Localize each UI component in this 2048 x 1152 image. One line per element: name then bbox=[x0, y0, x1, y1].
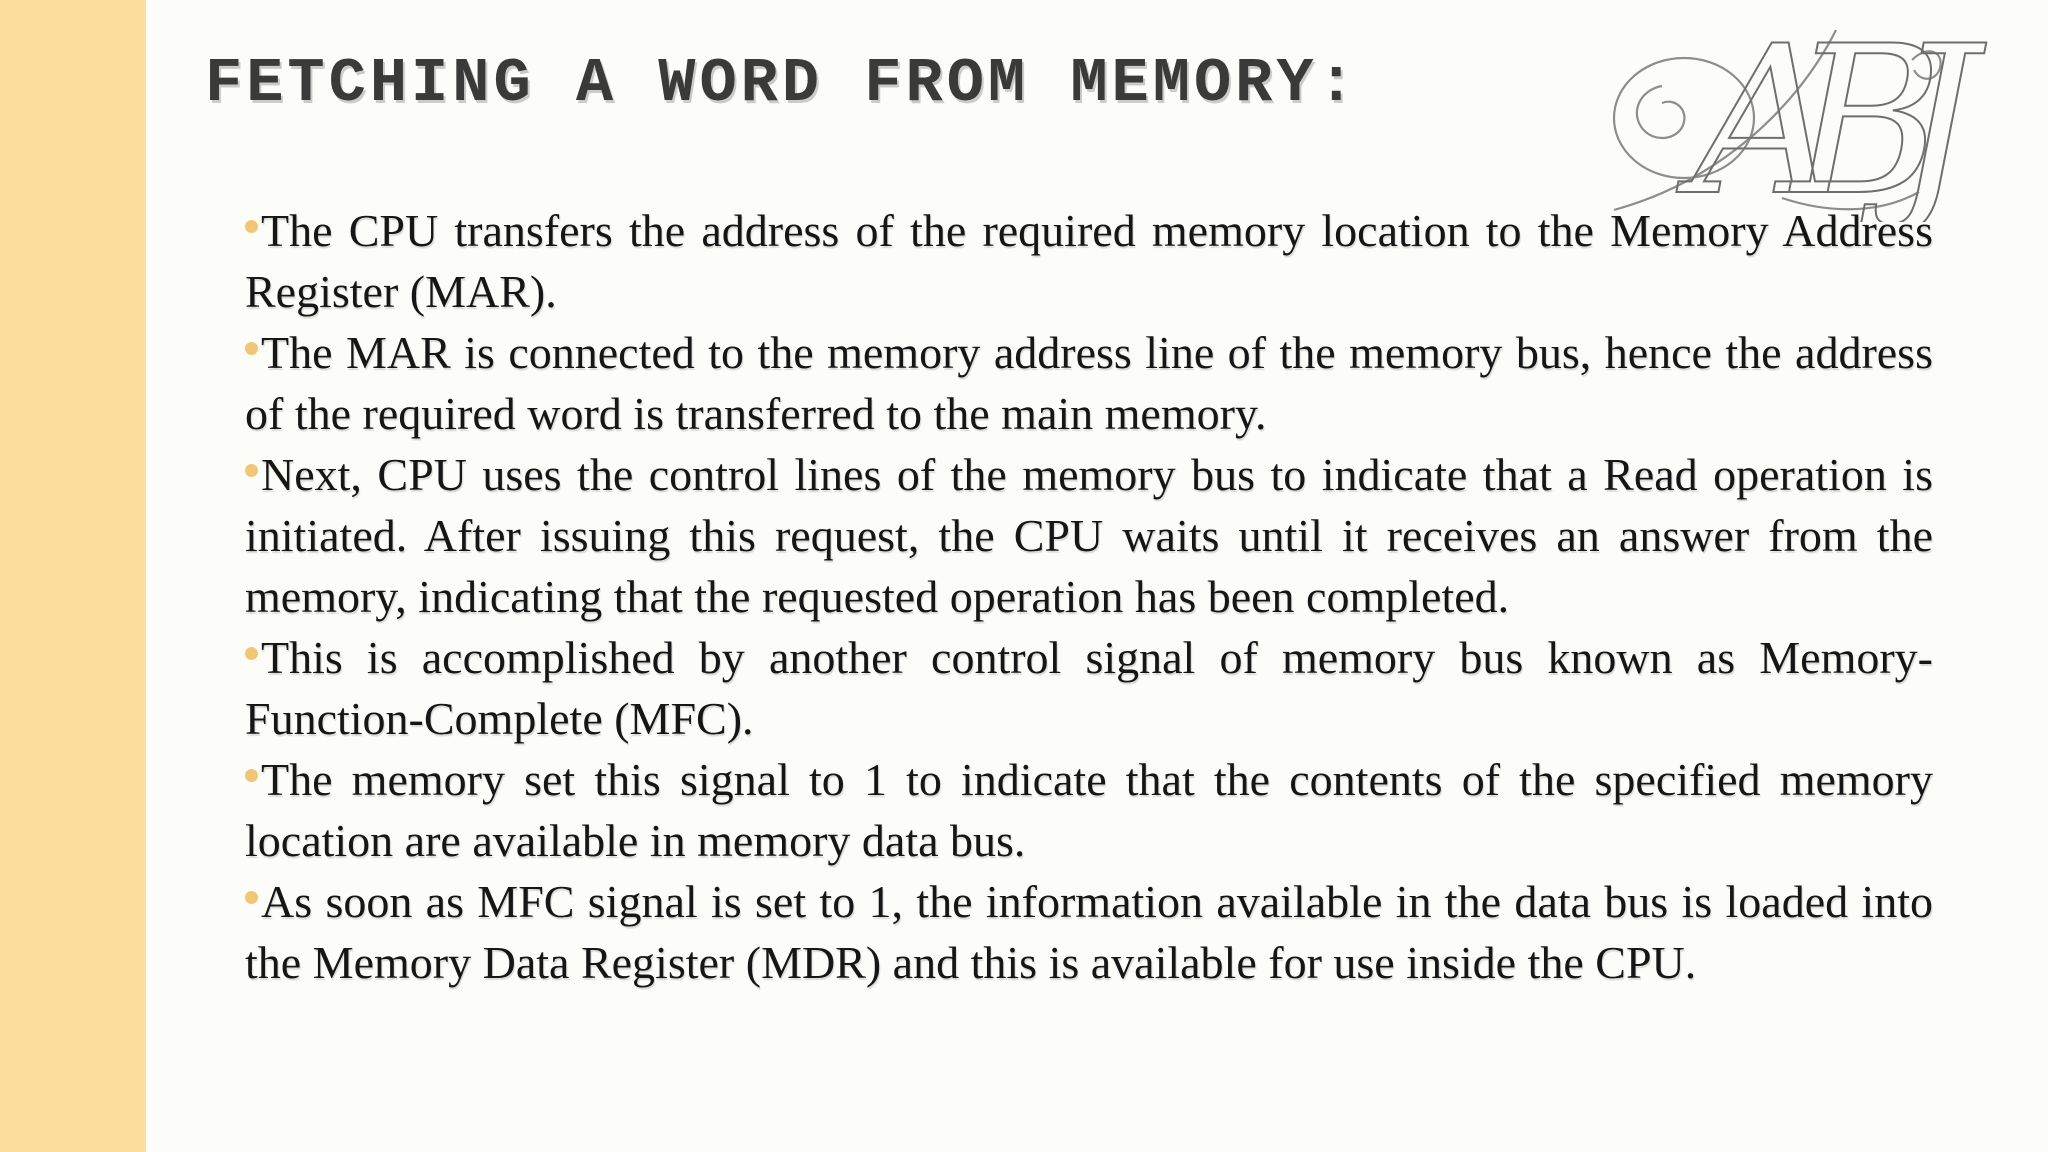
bullet-dot-icon bbox=[245, 464, 258, 477]
bullet-list: The CPU transfers the address of the req… bbox=[245, 200, 1933, 993]
list-item: As soon as MFC signal is set to 1, the i… bbox=[245, 871, 1933, 993]
slide-title: FETCHING A WORD FROM MEMORY: bbox=[205, 48, 1359, 119]
list-item: The MAR is connected to the memory addre… bbox=[245, 322, 1933, 444]
bullet-text: This is accomplished by another control … bbox=[245, 632, 1933, 744]
list-item: This is accomplished by another control … bbox=[245, 627, 1933, 749]
bullet-dot-icon bbox=[245, 342, 258, 355]
list-item: The CPU transfers the address of the req… bbox=[245, 200, 1933, 322]
bullet-text: Next, CPU uses the control lines of the … bbox=[245, 449, 1933, 622]
list-item: Next, CPU uses the control lines of the … bbox=[245, 444, 1933, 627]
bullet-text: The MAR is connected to the memory addre… bbox=[245, 327, 1933, 439]
left-accent-band bbox=[0, 0, 146, 1152]
bullet-text: The memory set this signal to 1 to indic… bbox=[245, 754, 1933, 866]
bullet-dot-icon bbox=[245, 220, 258, 233]
list-item: The memory set this signal to 1 to indic… bbox=[245, 749, 1933, 871]
bullet-text: As soon as MFC signal is set to 1, the i… bbox=[245, 876, 1933, 988]
bullet-text: The CPU transfers the address of the req… bbox=[245, 205, 1933, 317]
bullet-dot-icon bbox=[245, 891, 258, 904]
bullet-dot-icon bbox=[245, 769, 258, 782]
monogram-flourish bbox=[1612, 29, 1942, 212]
monogram-letters: ABJ bbox=[1676, 3, 1987, 222]
monogram-logo: ABJ bbox=[1612, 2, 2036, 222]
bullet-dot-icon bbox=[245, 647, 258, 660]
